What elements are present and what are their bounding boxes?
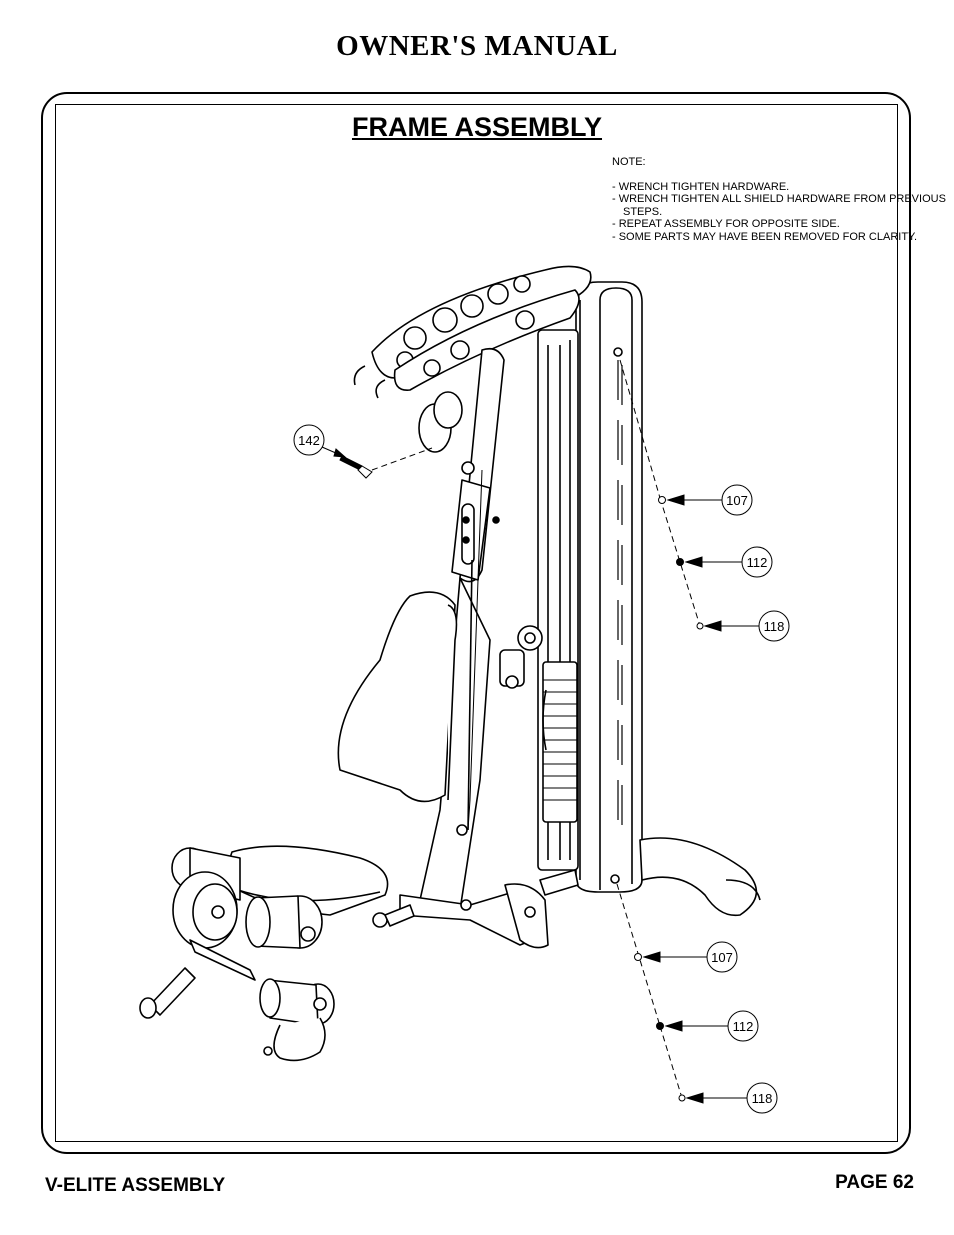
top-pulley-plate xyxy=(353,265,592,399)
callout-107-bottom xyxy=(642,941,738,973)
section-title: FRAME ASSEMBLY xyxy=(351,112,603,142)
callout-112-top xyxy=(684,546,773,578)
center-base xyxy=(372,869,579,949)
callout-label-107-bottom: 107 xyxy=(711,950,733,965)
weight-stack xyxy=(542,661,578,823)
upright-arm xyxy=(419,347,505,911)
callout-107-top xyxy=(666,484,753,516)
shield-column xyxy=(575,281,643,893)
callout-label-142: 142 xyxy=(298,433,320,448)
callout-118-top xyxy=(703,610,790,642)
inner-frame-border xyxy=(55,104,898,1142)
back-pad xyxy=(337,591,458,803)
page-header-title: OWNER'S MANUAL xyxy=(336,30,618,62)
callout-label-107-top: 107 xyxy=(726,493,748,508)
note-item: - REPEAT ASSEMBLY FOR OPPOSITE SIDE. xyxy=(612,218,840,230)
callout-118-bottom xyxy=(685,1082,778,1114)
callout-112-bottom xyxy=(664,1010,759,1042)
notes-heading: NOTE: xyxy=(612,156,646,168)
leg-roller-assembly xyxy=(139,847,335,1062)
callout-label-112-top: 112 xyxy=(747,555,768,570)
callout-label-112-bottom: 112 xyxy=(733,1019,754,1034)
footer-page-number: PAGE 62 xyxy=(835,1172,914,1193)
callout-label-118-top: 118 xyxy=(764,619,785,634)
note-item: - WRENCH TIGHTEN ALL SHIELD HARDWARE FRO… xyxy=(612,193,946,218)
callout-label-118-bottom: 118 xyxy=(752,1091,773,1106)
note-item: - WRENCH TIGHTEN HARDWARE. xyxy=(612,180,790,193)
callout-142 xyxy=(293,424,347,458)
outer-frame-border xyxy=(41,92,911,1154)
footer-assembly-name: V-ELITE ASSEMBLY xyxy=(45,1175,226,1196)
note-item: - SOME PARTS MAY HAVE BEEN REMOVED FOR C… xyxy=(612,230,918,243)
assembly-notes: NOTE: - WRENCH TIGHTEN HARDWARE. - WRENC… xyxy=(612,156,954,243)
